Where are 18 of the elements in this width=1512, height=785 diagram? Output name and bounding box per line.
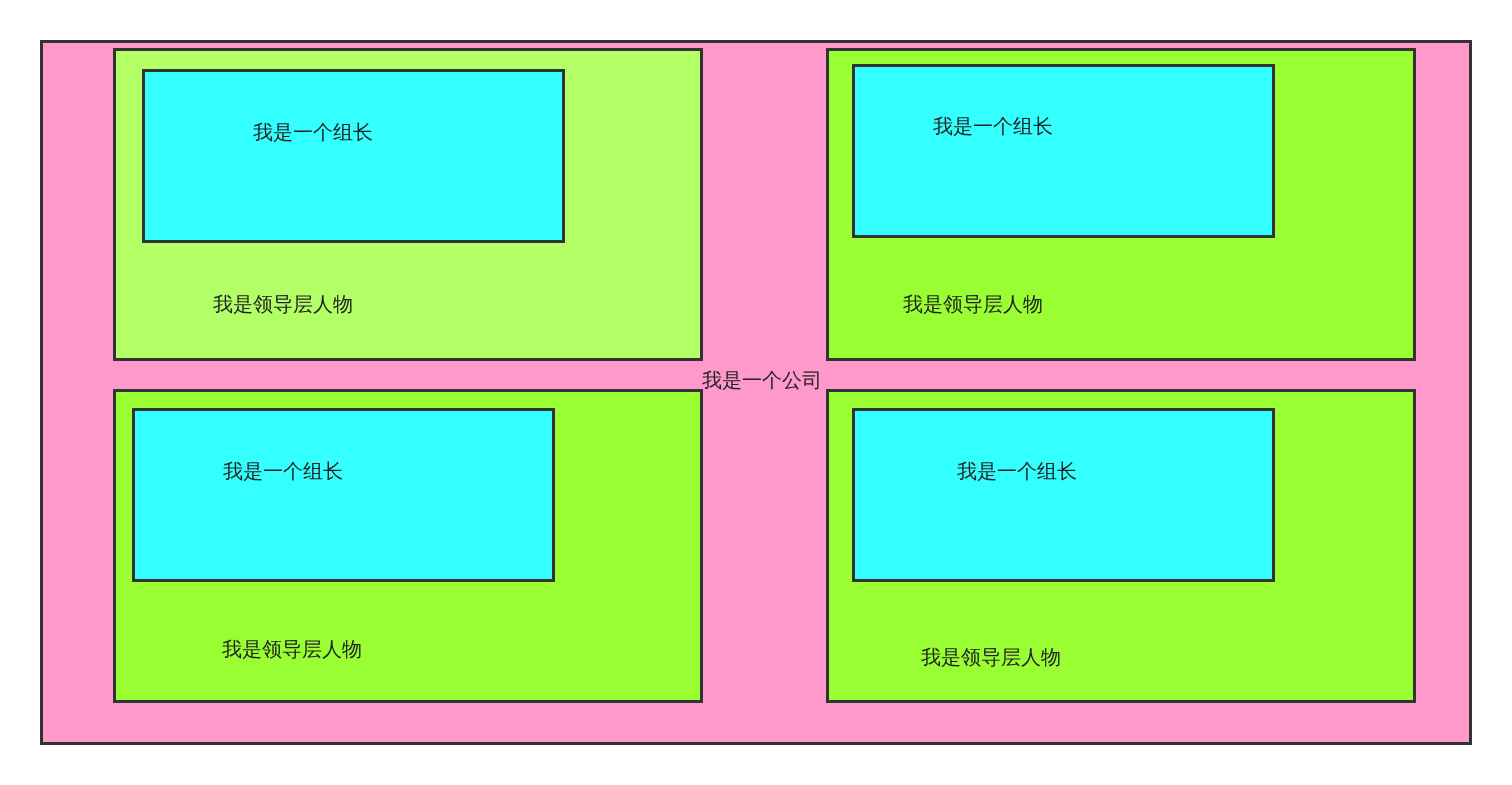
team-lead-box [142,69,565,243]
leader-label: 我是领导层人物 [903,292,1043,316]
leader-panel [113,389,703,703]
leader-label: 我是领导层人物 [213,292,353,316]
team-lead-box [132,408,555,582]
leader-panel [113,48,703,361]
team-lead-label: 我是一个组长 [957,459,1077,483]
company-panel [40,40,1472,745]
team-lead-label: 我是一个组长 [223,459,343,483]
leader-panel [826,389,1416,703]
company-label: 我是一个公司 [702,368,822,392]
leader-label: 我是领导层人物 [222,637,362,661]
team-lead-box [852,64,1275,238]
team-lead-label: 我是一个组长 [253,120,373,144]
team-lead-box [852,408,1275,582]
leader-panel [826,48,1416,361]
team-lead-label: 我是一个组长 [933,114,1053,138]
leader-label: 我是领导层人物 [921,645,1061,669]
